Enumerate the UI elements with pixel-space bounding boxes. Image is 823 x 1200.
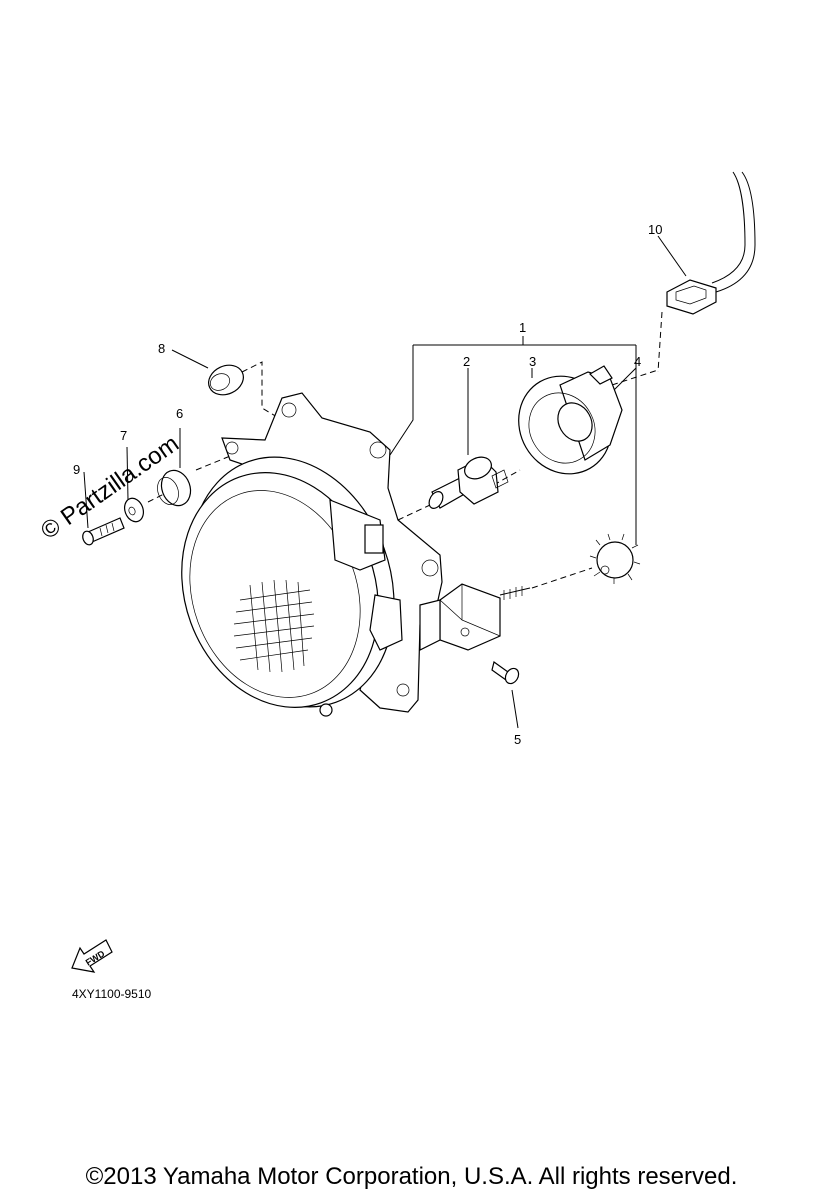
socket-assembly — [419, 583, 531, 651]
callout-7: 7 — [120, 428, 127, 443]
part-2-bulb — [428, 456, 509, 509]
callout-9: 9 — [73, 462, 80, 477]
headlight-unit — [181, 456, 403, 717]
part-4-gear — [589, 533, 641, 584]
callout-5: 5 — [514, 732, 521, 747]
part-10-wire-connector — [657, 171, 756, 373]
callout-leaders — [83, 235, 687, 729]
part-9-bolt — [82, 517, 125, 546]
callout-4: 4 — [634, 354, 641, 369]
lens-pattern — [233, 579, 315, 673]
callout-3: 3 — [529, 354, 536, 369]
copyright-notice: ©2013 Yamaha Motor Corporation, U.S.A. A… — [85, 1163, 738, 1190]
part-5-screw — [491, 660, 520, 685]
part-8-damper — [208, 364, 244, 396]
part-3-bulb-cover — [518, 365, 623, 475]
callout-1: 1 — [519, 320, 526, 335]
callout-10: 10 — [648, 222, 662, 237]
part-7-collar — [123, 497, 145, 523]
diagram-code: 4XY1100-9510 — [72, 987, 152, 1001]
fwd-arrow-icon: FWD — [71, 939, 113, 973]
callout-2: 2 — [463, 354, 470, 369]
part-6-grommet — [157, 469, 192, 507]
callout-8: 8 — [158, 341, 165, 356]
callout-6: 6 — [176, 406, 183, 421]
